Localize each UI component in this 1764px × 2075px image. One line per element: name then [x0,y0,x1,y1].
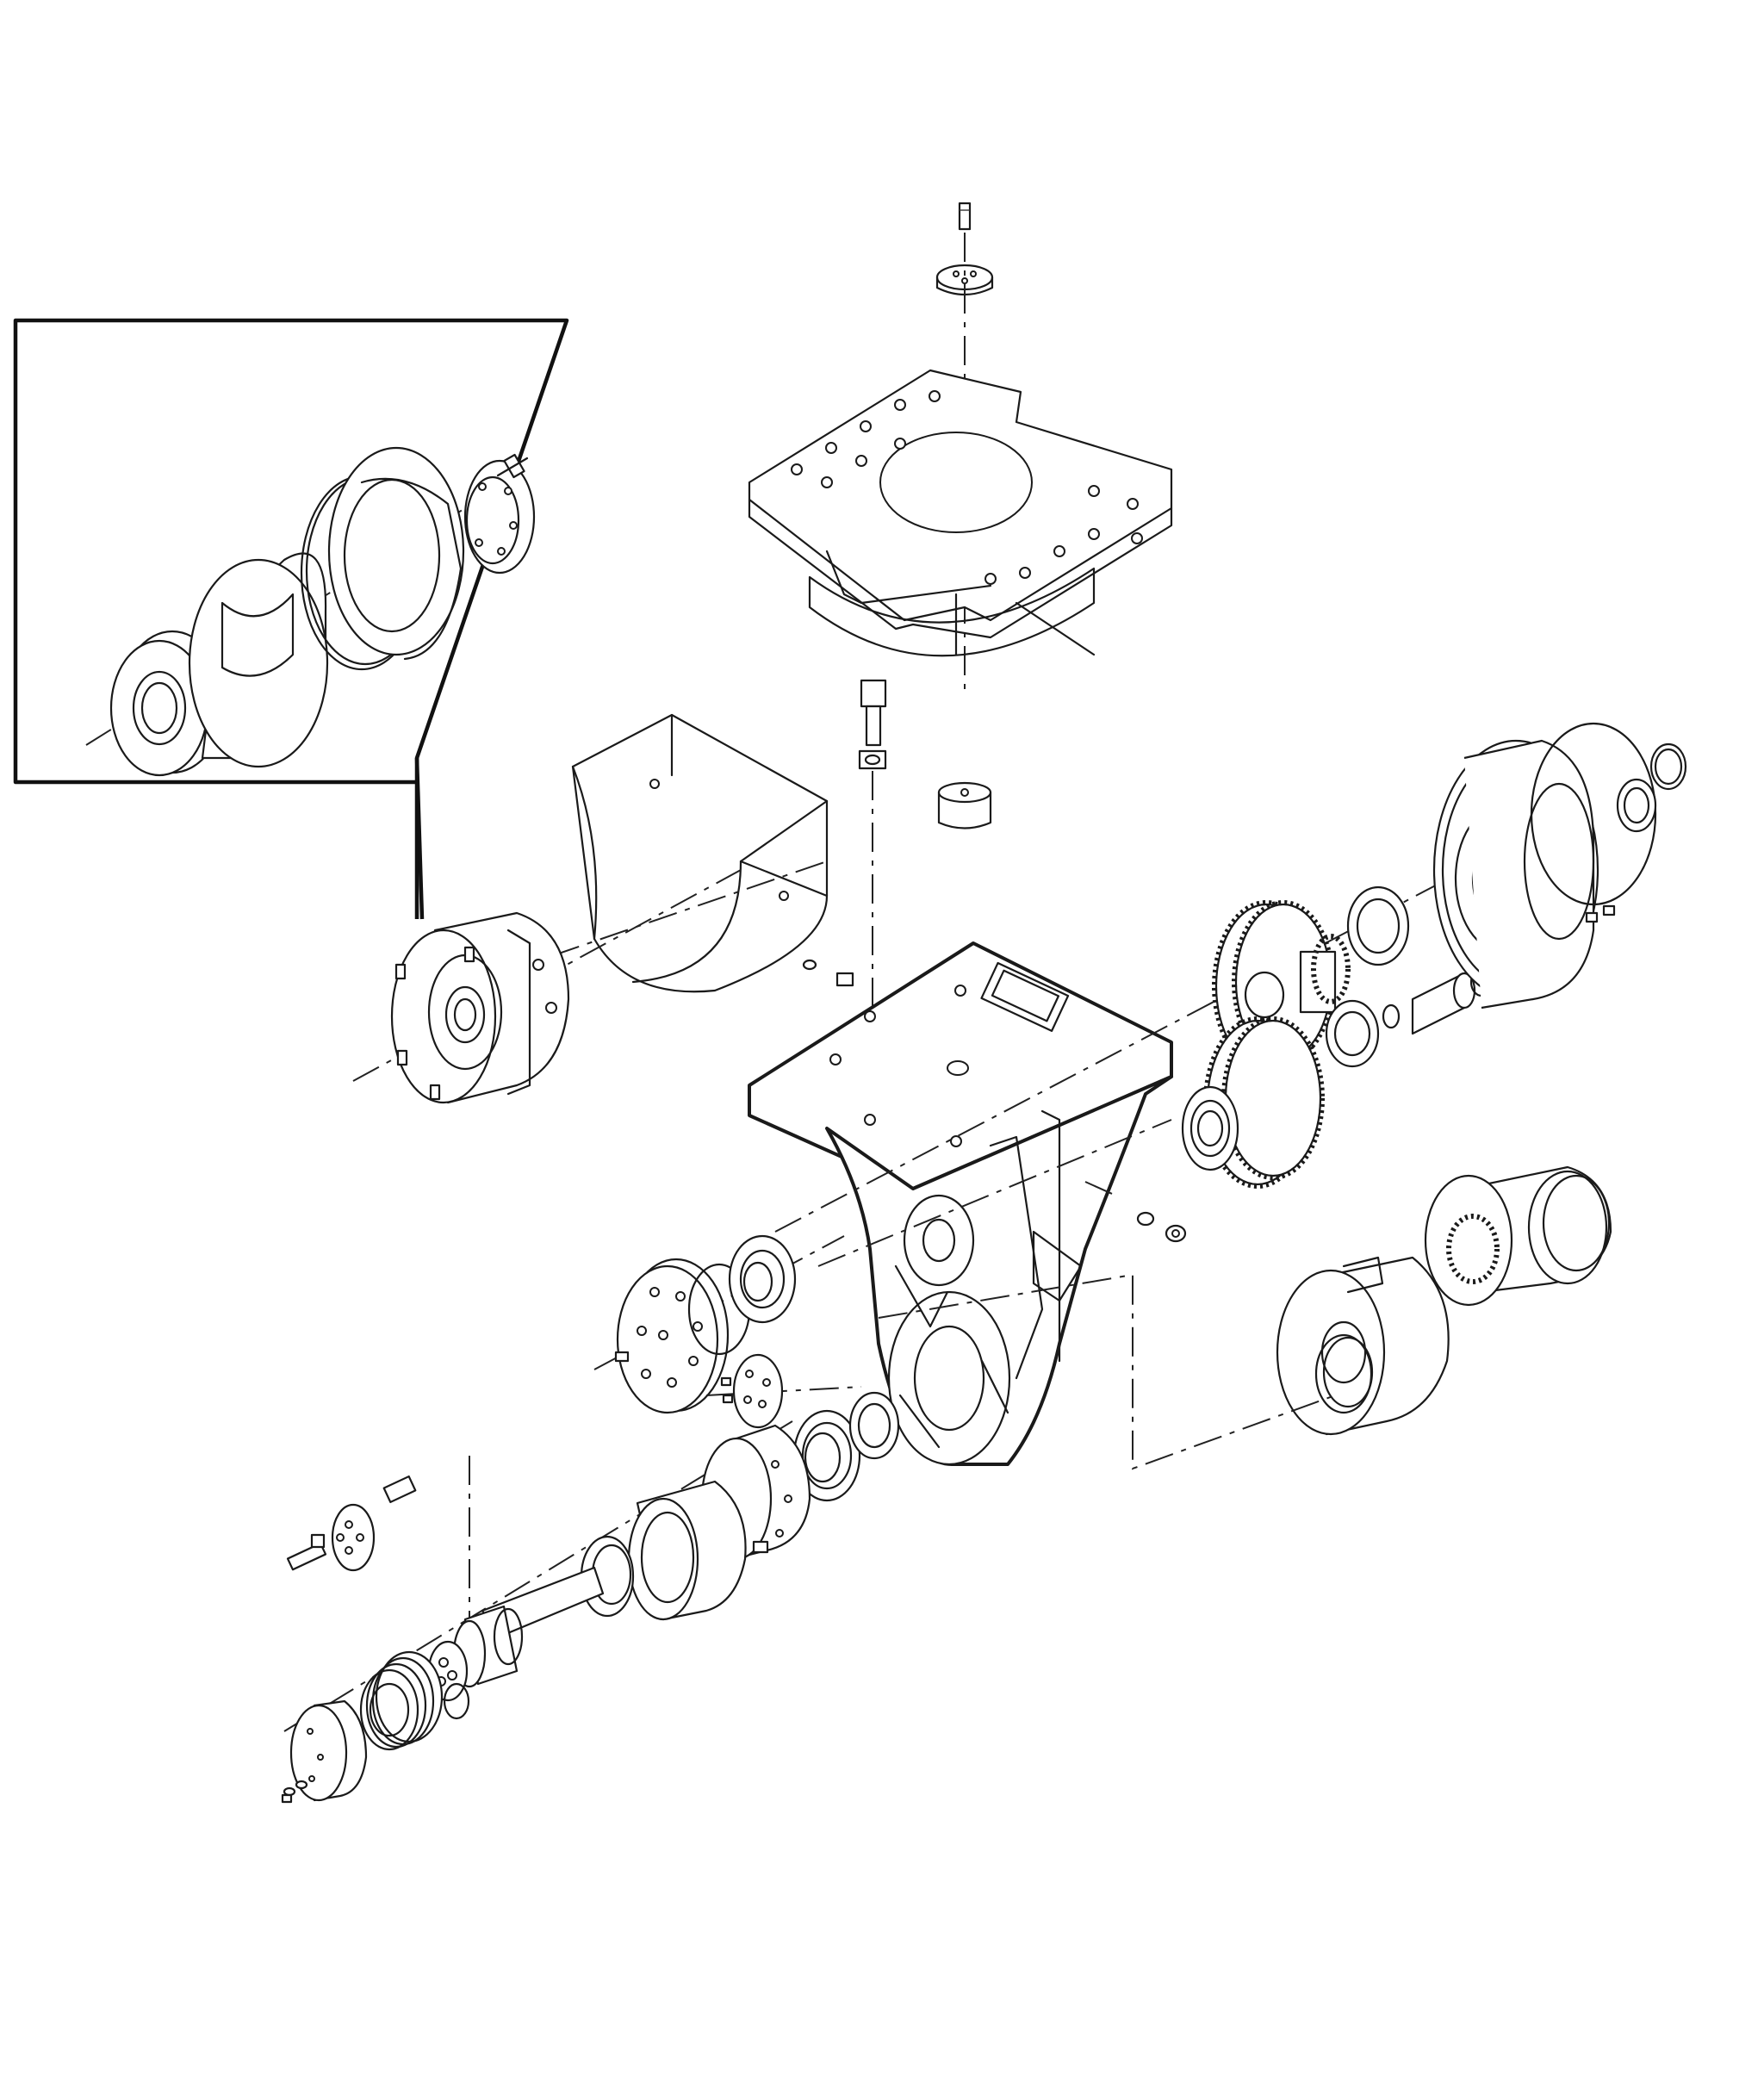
mounting-plate [748,369,1173,657]
detail-inset-leader [414,757,425,920]
shaft-centerline [283,1420,793,1732]
screw-sleeve [752,1540,769,1554]
wheel-hub-housing [1432,739,1599,1010]
nut [858,749,887,770]
inset-cam-ring [188,552,329,768]
guard-shield [550,713,829,993]
drive-shaft [452,1566,605,1688]
retaining-ring-hub [1649,742,1687,791]
snap-ring [1382,1003,1401,1029]
small-screw [802,959,854,987]
end-cap-lower [289,1699,368,1802]
small-screw-cover [614,1351,630,1363]
seal-ring-hub [1616,778,1657,833]
bearing-mid [1325,999,1380,1068]
bearing-cover [728,1234,797,1324]
small-flange [720,1353,784,1429]
plug-washer [1136,1211,1187,1243]
bearing-upper-gear [1346,885,1410,966]
sleeve [627,1480,747,1621]
spline-hub [1424,1165,1612,1307]
brake-drum [1276,1256,1450,1436]
socket-screw [286,1533,327,1571]
end-cover-plate [616,1258,730,1414]
main-frame-bracket [748,941,1173,1466]
dowel-pin [382,1475,417,1504]
lower-gear-centerline [817,1119,1172,1267]
spacer-bushing [937,781,992,829]
hydraulic-motor [390,911,570,1104]
coupling-disc [331,1503,376,1572]
top-cap [935,264,994,296]
inset-bolt [496,453,529,479]
bearing-hub [792,1409,861,1502]
piston-rings [359,1650,444,1751]
inset-motor-housing [327,446,465,661]
detail-inset [13,318,569,920]
plug-centerline [1084,1181,1121,1198]
routing-centerline [878,1273,1336,1470]
seal-hub [848,1391,900,1460]
hub-screws [1585,904,1616,923]
inset-end-plate [463,459,536,575]
snap-ring-shaft [443,1682,470,1720]
hex-bolt [860,679,887,747]
bearing-lower-gear [1181,1085,1239,1171]
small-screws-endcap [281,1780,308,1804]
o-ring-hub [1530,722,1657,906]
top-pin [958,202,972,231]
inset-bearing [109,630,226,777]
guard-centerline [550,860,828,957]
circlip-drum [1314,1333,1374,1414]
hub-centerline [705,1386,862,1396]
